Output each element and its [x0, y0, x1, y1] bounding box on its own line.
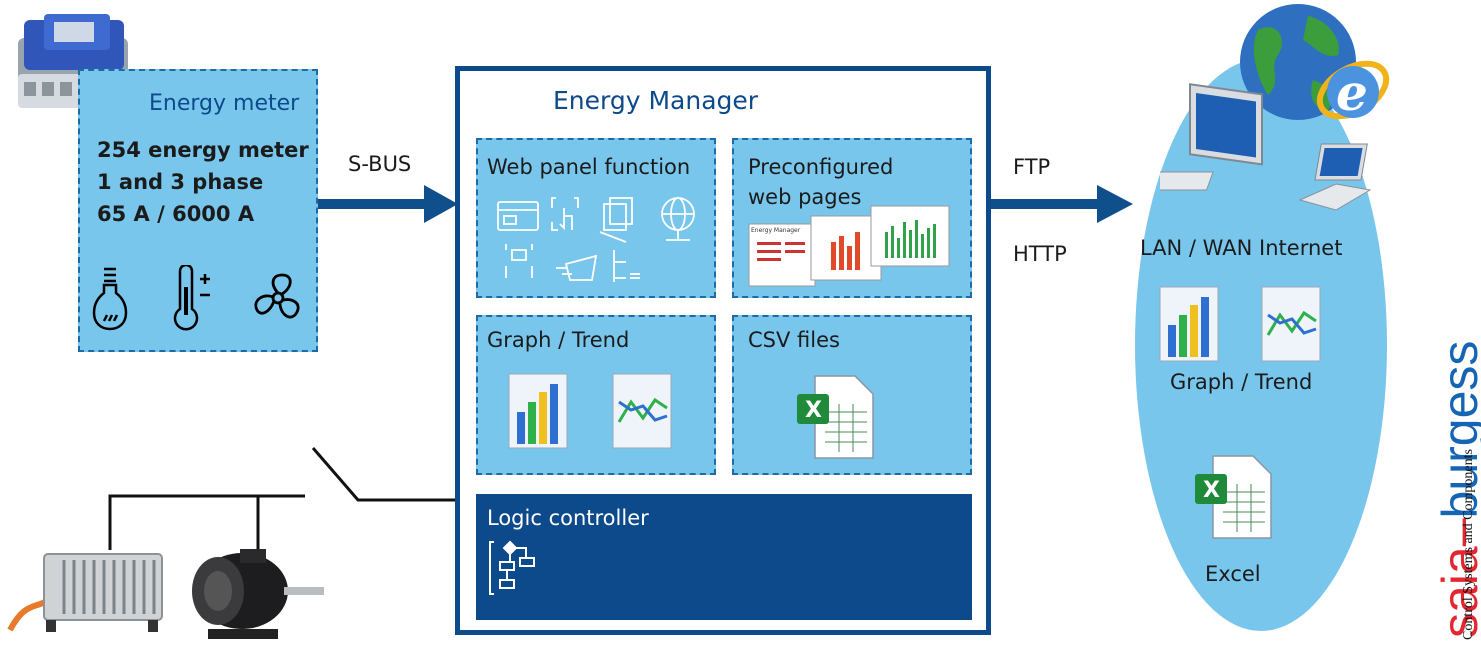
network-line-chart-icon	[1261, 286, 1321, 362]
browser-e-icon: e	[1336, 63, 1368, 122]
preconfigured-title-line-2: web pages	[748, 185, 862, 209]
energy-meter-line-1: 254 energy meter	[97, 138, 309, 162]
flowchart-icon	[489, 540, 535, 595]
document-transfer-icon	[599, 197, 633, 243]
bar-chart-icon	[508, 373, 568, 449]
network-excel-icon: X	[1195, 455, 1272, 539]
graph-trend-title: Graph / Trend	[487, 328, 630, 352]
preconfigured-title-line-1: Preconfigured	[748, 155, 894, 179]
network-icon	[505, 244, 533, 278]
line-chart-icon	[612, 373, 672, 449]
electric-motor-image	[192, 549, 324, 639]
load-connection-lines	[108, 447, 460, 550]
excel-label: Excel	[1205, 562, 1261, 586]
touch-icon	[551, 197, 579, 231]
desktop-computer-icon	[1160, 83, 1263, 191]
laptop-icon	[1298, 143, 1372, 211]
web-panel-function-title: Web panel function	[487, 155, 691, 179]
svg-text:X: X	[805, 398, 822, 423]
sbus-label: S-BUS	[348, 152, 412, 176]
web-pages-screenshots: Energy Manager	[748, 205, 950, 287]
email-icon	[556, 254, 598, 281]
energy-meter-device-image	[18, 14, 128, 108]
logic-controller-panel	[476, 494, 972, 620]
svg-text:X: X	[1203, 478, 1220, 503]
energy-meter-line-2: 1 and 3 phase	[97, 170, 264, 194]
globe-icon	[661, 197, 695, 241]
energy-meter-panel	[78, 69, 318, 352]
energy-meter-title: Energy meter	[149, 91, 300, 116]
ftp-http-arrow	[991, 185, 1133, 223]
light-bulb-icon	[92, 267, 128, 331]
lan-wan-label: LAN / WAN Internet	[1140, 236, 1343, 260]
excel-file-icon: X	[797, 375, 874, 459]
web-panel-icons	[497, 197, 695, 282]
energy-manager-title: Energy Manager	[553, 86, 759, 115]
logo-tagline: Control Systems and Components	[1461, 449, 1476, 640]
network-bar-chart-icon	[1159, 286, 1219, 362]
http-label: HTTP	[1013, 242, 1067, 266]
thermometer-icon	[173, 265, 210, 331]
csv-files-title: CSV files	[748, 328, 840, 352]
logic-controller-title: Logic controller	[487, 506, 649, 530]
energy-meter-line-3: 65 A / 6000 A	[97, 202, 255, 226]
ftp-label: FTP	[1013, 155, 1051, 179]
sbus-arrow	[318, 185, 458, 223]
fan-icon	[254, 273, 300, 319]
heater-image	[7, 553, 163, 632]
tree-icon	[613, 250, 640, 282]
internet-globe-icon: e	[1240, 4, 1390, 122]
saia-burgess-logo: saia–burgess Control Systems and Compone…	[1394, 0, 1481, 643]
window-icon	[497, 201, 539, 231]
network-graph-trend-label: Graph / Trend	[1170, 370, 1313, 394]
mini-page-label: Energy Manager	[751, 227, 801, 234]
